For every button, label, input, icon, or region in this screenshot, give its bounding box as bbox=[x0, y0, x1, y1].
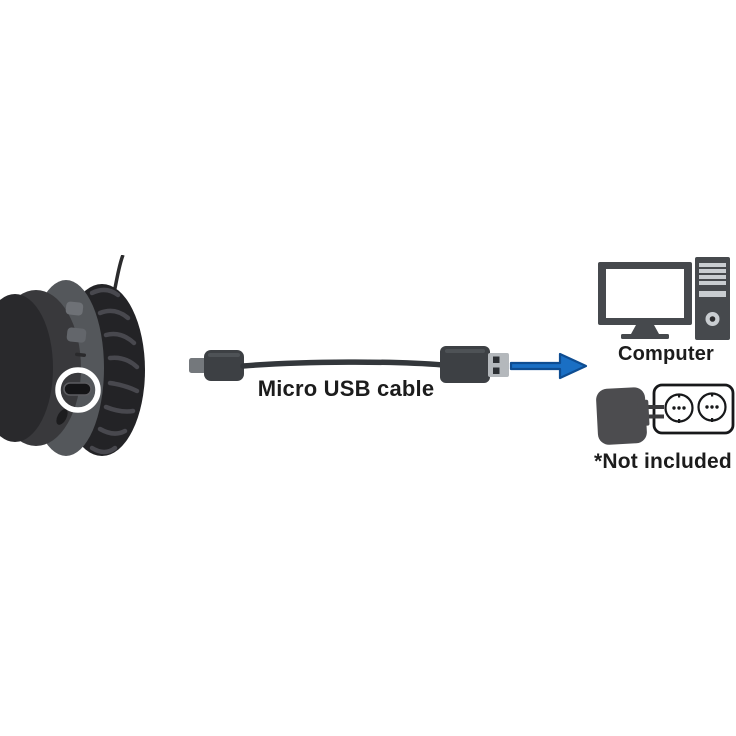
computer-icon bbox=[598, 257, 730, 340]
tower-power-button-center bbox=[709, 316, 716, 322]
outlet-left bbox=[664, 393, 694, 423]
connector-highlight-2 bbox=[445, 349, 485, 353]
not-included-label: *Not included bbox=[594, 450, 732, 473]
tower-drive-slots bbox=[699, 263, 726, 297]
plug-prong-top bbox=[642, 405, 664, 409]
usb-a-connector-body bbox=[440, 346, 490, 383]
plug-prong-bottom bbox=[642, 414, 664, 419]
led-slot bbox=[75, 352, 87, 357]
headband-wire bbox=[112, 255, 125, 294]
power-adapter-body bbox=[596, 387, 650, 445]
computer-label: Computer bbox=[617, 343, 715, 365]
earcup-shell-shadow bbox=[0, 294, 53, 442]
monitor-stand bbox=[631, 325, 659, 334]
micro-usb-port bbox=[63, 382, 92, 396]
power-adapter-socket-icon bbox=[596, 383, 735, 445]
usb-a-hole-top bbox=[493, 356, 500, 363]
monitor-screen bbox=[606, 269, 684, 318]
cable-label: Micro USB cable bbox=[257, 376, 435, 401]
cushion-wrinkles bbox=[89, 287, 140, 455]
usb-a-hole-bottom bbox=[493, 367, 500, 374]
power-button bbox=[66, 327, 87, 343]
micro-usb-connector-body bbox=[204, 350, 244, 381]
volume-button bbox=[65, 301, 84, 316]
arrow-shape bbox=[509, 352, 588, 380]
monitor-base bbox=[621, 334, 669, 339]
port-highlight-circle bbox=[55, 367, 101, 413]
micro-usb-tip bbox=[189, 358, 206, 373]
arrow-right-icon bbox=[509, 352, 588, 380]
headphone-earcup-image bbox=[0, 255, 145, 456]
mic-stub bbox=[56, 409, 68, 425]
cable-cord bbox=[240, 359, 446, 369]
micro-usb-cable-icon bbox=[189, 346, 509, 383]
connector-highlight bbox=[208, 353, 240, 357]
outlet-right bbox=[697, 392, 727, 422]
